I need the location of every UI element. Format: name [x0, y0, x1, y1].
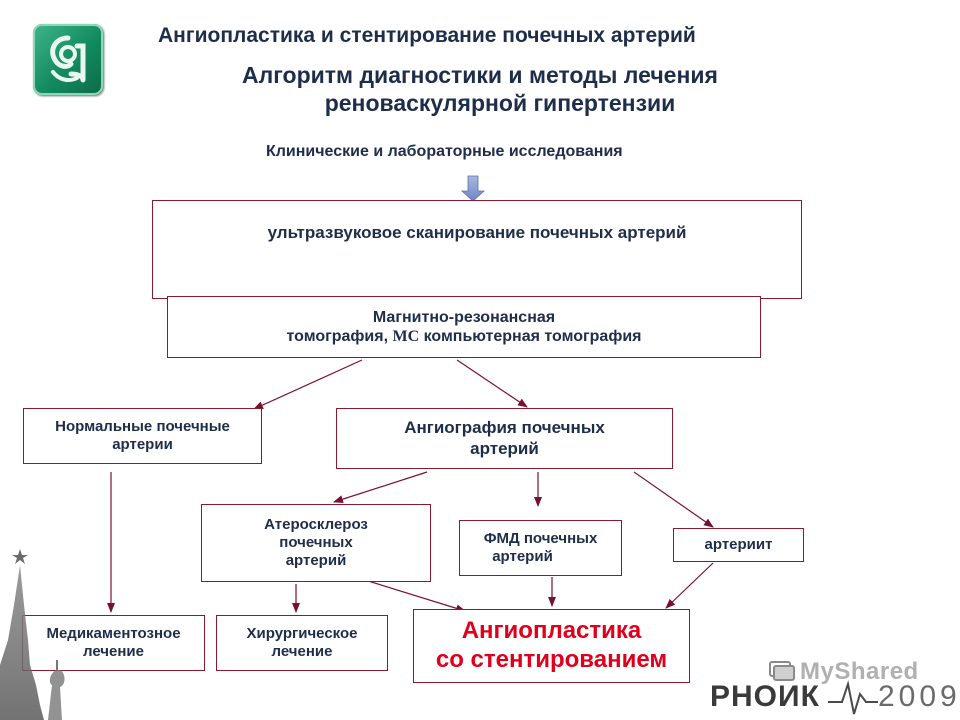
- arrow-mrt-to-angio: [456, 359, 528, 408]
- watermark-brand: MyShared: [800, 658, 919, 685]
- arteritis-box: артериит: [673, 528, 804, 562]
- angiography-box: Ангиография почечных артерий: [336, 408, 673, 469]
- watermark-year: 2009: [878, 680, 960, 713]
- page-subtitle: Алгоритм диагностики и методы лечения ре…: [200, 61, 760, 117]
- watermark-event: РНОИК: [710, 680, 820, 713]
- atherosclerosis-box: Атеросклероз почечных артерий: [201, 504, 431, 582]
- arrow-angio-to-ath: [333, 471, 428, 504]
- medication-box: Медикаментозное лечение: [22, 615, 205, 671]
- presentation-icon: [769, 661, 795, 681]
- fmd-box: ФМД почечных артерий: [459, 520, 622, 576]
- angioplasty-stent-box: Ангиопластика со стентированием: [413, 609, 690, 683]
- arrow-mrt-to-normal: [253, 359, 363, 410]
- page-title: Ангиопластика и стентирование почечных а…: [158, 24, 696, 47]
- normal-arteries-box: Нормальные почечные артерии: [23, 408, 262, 464]
- logo-emblem-icon: [50, 35, 86, 83]
- pulse-line-icon: [828, 680, 878, 715]
- mrt-box: Магнитно-резонансная томография, МС комп…: [167, 296, 761, 358]
- flow-start-label: Клинические и лабораторные исследования: [266, 143, 623, 160]
- logo: [33, 24, 103, 95]
- mrt-line-2: томография, МС компьютерная томография: [286, 328, 642, 345]
- surgery-box: Хирургическое лечение: [216, 615, 388, 671]
- ultrasound-box: ультразвуковое сканирование почечных арт…: [152, 200, 802, 299]
- subtitle-line-1: Алгоритм диагностики и методы лечения: [242, 62, 718, 88]
- tower-silhouette-icon: [0, 549, 65, 720]
- arrow-arteritis-to-stent: [665, 562, 714, 609]
- block-arrow-1: [460, 175, 486, 202]
- watermark: MyShared РНОИК 2009: [710, 656, 960, 718]
- subtitle-line-2: реноваскулярной гипертензии: [324, 90, 676, 117]
- arrow-angio-to-arteritis: [633, 471, 714, 528]
- mrt-line-1: Магнитно-резонансная: [372, 308, 556, 326]
- ultrasound-label: ультразвуковое сканирование почечных арт…: [267, 223, 687, 242]
